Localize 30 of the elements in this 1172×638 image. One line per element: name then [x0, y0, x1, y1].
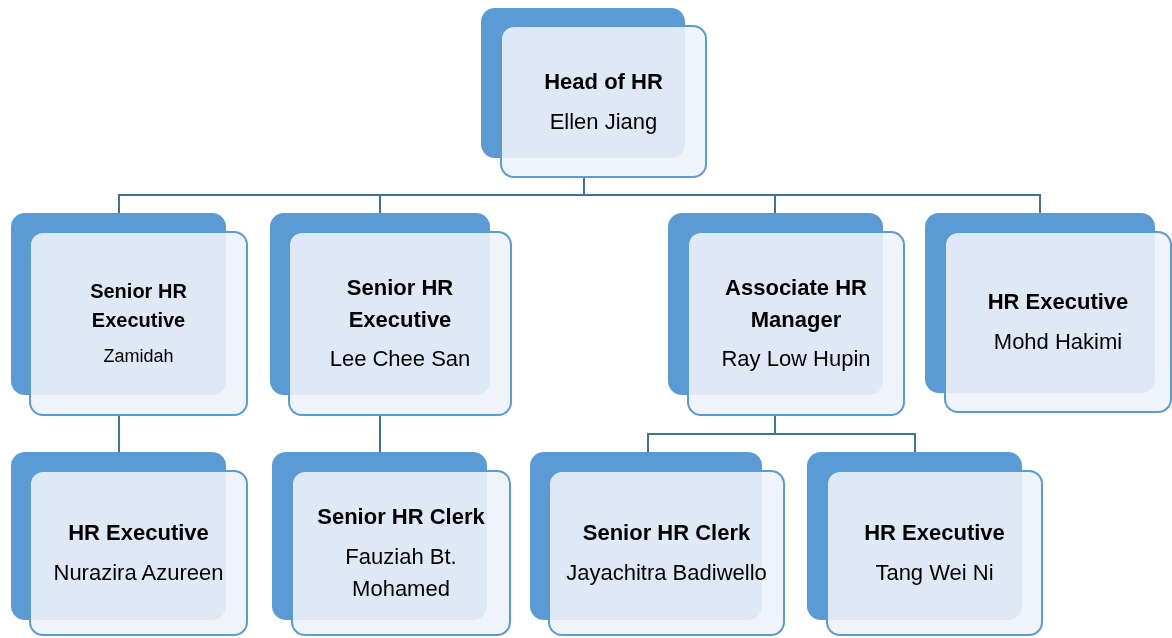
- role-title: Head of HR: [544, 67, 663, 96]
- org-card: [481, 8, 707, 178]
- role-title: HR Executive: [68, 519, 209, 548]
- org-card: [11, 213, 248, 416]
- person-name: Nurazira Azureen: [53, 559, 224, 587]
- person-name: Ellen Jiang: [549, 107, 658, 136]
- person-name: Mohd Hakimi: [993, 328, 1123, 356]
- person-name: Jayachitra Badiwello: [566, 559, 767, 587]
- role-title: Associate HR Manager: [724, 273, 868, 334]
- person-name: Zamidah: [103, 345, 174, 369]
- connector-line: [118, 415, 120, 453]
- person-name: Ray Low Hupin: [721, 345, 871, 374]
- role-title: HR Executive: [987, 288, 1129, 317]
- role-title: Senior HR Clerk: [582, 519, 751, 548]
- org-card: [270, 213, 512, 416]
- role-title: Senior HR Executive: [345, 273, 455, 334]
- connector-line: [379, 415, 381, 453]
- person-name: Lee Chee San: [329, 345, 471, 374]
- role-title: Senior HR Executive: [89, 279, 188, 334]
- connector-line: [774, 415, 916, 453]
- org-card: [925, 213, 1172, 413]
- person-name: Fauziah Bt. Mohamed: [344, 543, 458, 603]
- org-card: [11, 452, 248, 636]
- org-card: [272, 452, 511, 636]
- org-card: [807, 452, 1043, 636]
- org-card: [668, 213, 905, 416]
- person-name: Tang Wei Ni: [875, 559, 994, 587]
- role-title: HR Executive: [864, 519, 1005, 548]
- role-title: Senior HR Clerk: [317, 503, 485, 532]
- org-card: [530, 452, 785, 636]
